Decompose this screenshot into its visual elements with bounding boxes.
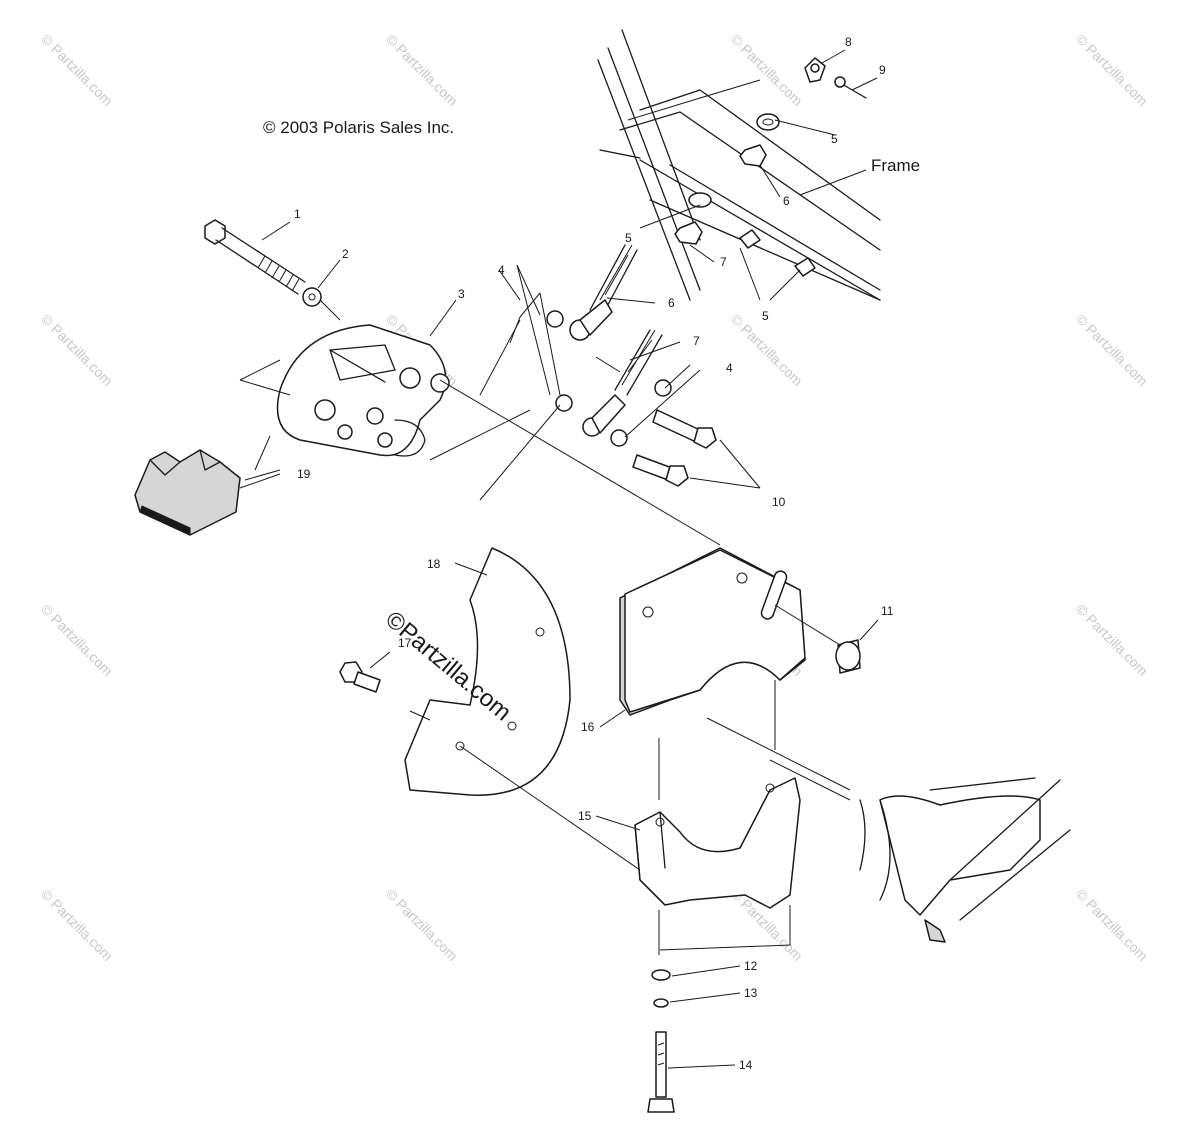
callout-7: 7 bbox=[720, 255, 727, 269]
callout-13: 13 bbox=[744, 986, 758, 1000]
callout-10: 10 bbox=[772, 495, 786, 509]
watermark-tile: © Partzilla.com bbox=[383, 886, 461, 964]
axle-housing bbox=[859, 777, 1071, 943]
watermark-tile: © Partzilla.com bbox=[1073, 886, 1151, 964]
callout-8: 8 bbox=[845, 35, 852, 49]
callout-6: 6 bbox=[668, 296, 675, 310]
part-2-washer bbox=[302, 287, 322, 307]
part-15-block bbox=[634, 777, 801, 909]
part-3-caliper bbox=[239, 324, 450, 471]
assembly-lines bbox=[244, 319, 851, 955]
callout-4: 4 bbox=[726, 361, 733, 375]
callout-numbers: 1 2 3 4 5 5 5 6 6 7 7 4 8 9 10 11 12 13 … bbox=[294, 35, 894, 1072]
callout-14: 14 bbox=[739, 1058, 753, 1072]
watermark-tile: © Partzilla.com bbox=[38, 31, 116, 109]
watermark-tile: © Partzilla.com bbox=[1073, 601, 1151, 679]
frame-label: Frame bbox=[871, 156, 920, 175]
frame-hardware bbox=[674, 57, 867, 277]
callout-18: 18 bbox=[427, 557, 441, 571]
part-19-brake-pad bbox=[134, 449, 241, 536]
watermark-tile: © Partzilla.com bbox=[38, 886, 116, 964]
watermark-tile: © Partzilla.com bbox=[38, 311, 116, 389]
watermark-tile: © Partzilla.com bbox=[1073, 31, 1151, 109]
part-17-bolt bbox=[339, 661, 381, 693]
callout-11: 11 bbox=[881, 604, 894, 618]
callout-12: 12 bbox=[744, 959, 758, 973]
callout-leaders bbox=[239, 49, 879, 1069]
callout-5: 5 bbox=[831, 132, 838, 146]
part-4-washers bbox=[509, 292, 672, 447]
callout-17: 17 bbox=[398, 636, 412, 650]
copyright-text: © 2003 Polaris Sales Inc. bbox=[263, 118, 454, 137]
watermark-tile: © Partzilla.com bbox=[728, 31, 806, 109]
callout-4: 4 bbox=[498, 263, 505, 277]
part-18-bracket bbox=[404, 547, 571, 796]
callout-7: 7 bbox=[693, 334, 700, 348]
callout-19: 19 bbox=[297, 467, 311, 481]
part-12-13-14-stack bbox=[647, 969, 675, 1113]
watermark-tile: © Partzilla.com bbox=[383, 31, 461, 109]
callout-15: 15 bbox=[578, 809, 592, 823]
callout-2: 2 bbox=[342, 247, 349, 261]
callout-3: 3 bbox=[458, 287, 465, 301]
part-16-plate bbox=[619, 547, 806, 716]
callout-6: 6 bbox=[783, 194, 790, 208]
callout-1: 1 bbox=[294, 207, 301, 221]
callout-9: 9 bbox=[879, 63, 886, 77]
callout-5: 5 bbox=[762, 309, 769, 323]
frame: Frame bbox=[597, 29, 920, 301]
callout-5: 5 bbox=[625, 231, 632, 245]
part-1-bolt bbox=[204, 219, 341, 321]
callout-16: 16 bbox=[581, 720, 595, 734]
brake-lines bbox=[569, 244, 663, 437]
part-10-bolts bbox=[632, 409, 761, 489]
watermark-tile: © Partzilla.com bbox=[1073, 311, 1151, 389]
watermark-tile: © Partzilla.com bbox=[38, 601, 116, 679]
part-11-spacer bbox=[835, 639, 861, 674]
